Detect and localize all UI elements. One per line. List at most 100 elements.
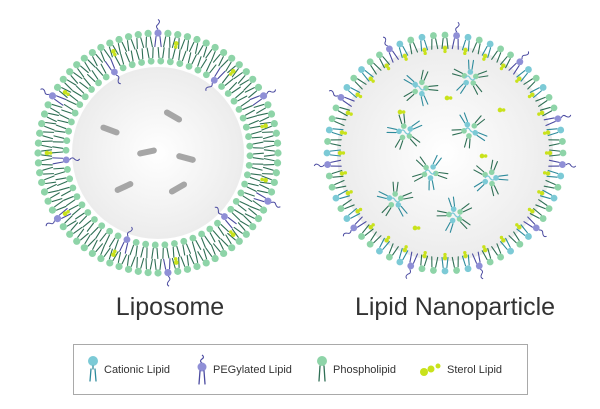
sterol-lipid-icon <box>420 363 441 376</box>
cationic-lipid <box>396 247 409 266</box>
cationic-lipid <box>396 40 409 59</box>
phospholipid <box>176 49 187 68</box>
pegylated-lipid <box>382 36 399 63</box>
sterol-lipid <box>173 257 179 265</box>
pegylated-lipid <box>214 206 237 229</box>
phospholipid <box>166 47 176 66</box>
phospholipid <box>244 207 263 223</box>
sterol-lipid <box>544 150 553 156</box>
phospholipid <box>392 181 399 197</box>
phospholipid <box>246 141 264 150</box>
phospholipid <box>543 179 562 191</box>
phospholipid <box>244 83 263 99</box>
phospholipid <box>436 210 452 218</box>
legend-item-pegylated: PEGylated Lipid <box>195 345 292 394</box>
phospholipid <box>34 149 53 157</box>
phospholipid <box>451 256 460 274</box>
phospholipid <box>109 232 122 250</box>
phospholipid <box>324 138 342 147</box>
pegylated-lipid <box>40 88 67 106</box>
cationic-lipid <box>459 112 471 128</box>
phospholipid <box>358 224 374 240</box>
phospholipid <box>171 31 182 50</box>
sterol-lipid <box>62 89 70 97</box>
sterol-lipid <box>527 207 535 214</box>
phospholipid <box>212 239 228 258</box>
phospholipid <box>146 47 155 65</box>
phospholipid <box>144 258 153 277</box>
sterol-lipid <box>111 49 117 57</box>
sterol-lipid <box>442 45 448 54</box>
sterol-lipid <box>422 47 427 56</box>
phospholipid <box>180 33 192 52</box>
legend-label-cationic: Cationic Lipid <box>104 363 171 376</box>
phospholipid <box>488 159 498 176</box>
sterol-lipid <box>228 230 236 238</box>
phospholipid <box>55 175 74 186</box>
sterol-lipid <box>260 123 268 129</box>
sterol-lipid <box>402 53 408 61</box>
legend: Cationic Lipid PEGylated Lipid Phospholi… <box>73 344 528 395</box>
phospholipid <box>366 231 382 248</box>
cationic-lipid <box>461 33 472 52</box>
phospholipid <box>430 32 439 50</box>
phospholipid <box>63 193 81 207</box>
cationic-lipid <box>427 175 435 191</box>
phospholipid <box>523 74 540 90</box>
phospholipid <box>59 215 77 231</box>
pegylated-lipid <box>249 89 276 106</box>
nucleic-acid-strand <box>424 169 436 175</box>
cationic-lipid <box>325 126 344 137</box>
sterol-lipid <box>384 235 391 243</box>
phospholipid <box>66 222 83 238</box>
cationic-lipid <box>467 59 475 75</box>
phospholipid <box>243 171 262 182</box>
phospholipid <box>154 258 162 277</box>
phospholipid <box>124 254 136 273</box>
liposome-aqueous-core <box>72 67 244 239</box>
phospholipid <box>491 45 505 63</box>
phospholipid <box>52 146 70 154</box>
sterol-lipid <box>368 223 375 230</box>
pegylated-lipid <box>154 18 162 48</box>
phospholipid <box>385 243 399 261</box>
sterol-lipid <box>499 235 506 243</box>
phospholipid <box>245 161 264 171</box>
cationic-lipid <box>430 154 442 170</box>
pegylated-lipid <box>328 90 355 107</box>
phospholipid <box>88 48 104 67</box>
phospholipid <box>539 104 558 117</box>
sterol-lipid <box>228 68 236 76</box>
phospholipid <box>57 114 75 126</box>
cationic-lipid <box>546 126 565 137</box>
phospholipid <box>457 203 473 215</box>
phospholipid <box>72 85 89 101</box>
phospholipid <box>381 201 395 217</box>
phospholipid <box>249 200 268 214</box>
phospholipid <box>232 197 250 212</box>
phospholipid <box>227 228 243 245</box>
sterol-lipid <box>339 171 348 176</box>
sterol-lipid <box>527 92 535 99</box>
phospholipid <box>489 180 499 197</box>
cationic-lipid <box>358 66 374 82</box>
cationic-lipid-icon <box>88 355 98 382</box>
liposome-cargo <box>100 109 196 195</box>
phospholipid <box>40 110 59 122</box>
phospholipid <box>134 256 145 275</box>
cationic-lipid <box>386 126 402 135</box>
lipid-nanoparticle-diagram <box>313 21 577 280</box>
phospholipid <box>59 75 77 91</box>
cationic-lipid <box>481 40 494 59</box>
cationic-lipid <box>473 178 489 192</box>
phospholipid <box>337 199 355 213</box>
sterol-lipid <box>111 249 117 257</box>
phospholipid <box>220 54 236 72</box>
phospholipid <box>197 39 210 58</box>
cationic-lipid <box>332 189 351 202</box>
phospholipid <box>227 205 244 221</box>
phospholipid <box>115 35 127 54</box>
phospholipid <box>233 68 250 84</box>
phospholipid <box>430 256 439 274</box>
